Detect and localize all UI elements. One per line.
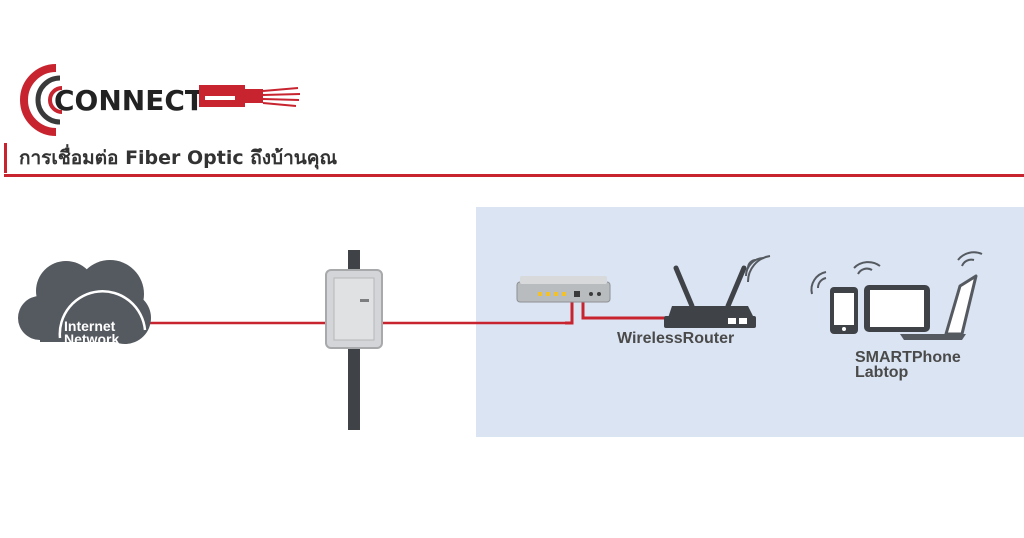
page-title: การเชื่อมต่อ Fiber Optic ถึงบ้านคุณ (4, 143, 337, 173)
wifi-signal-icon (810, 261, 881, 295)
fiber-cable-icon (199, 85, 301, 107)
connect-logo: CONNECT (20, 64, 301, 136)
devices-label: SMARTPhone Labtop (855, 349, 961, 381)
cloud-label-line-2: Network (64, 331, 120, 347)
connect-ring-logo (20, 64, 63, 136)
devices-label-line-1: SMARTPhone (855, 349, 961, 366)
fiber-line (150, 298, 672, 325)
brand-text: CONNECT (54, 84, 204, 117)
ont-modem-icon (516, 276, 611, 303)
wireless-router-icon (664, 265, 756, 328)
wifi-signal-icon (957, 251, 983, 267)
wifi-signal-icon (745, 255, 771, 283)
internet-network-label: Internet Network (64, 318, 138, 347)
tablet-icon (864, 285, 930, 332)
heading-divider (4, 174, 1024, 177)
devices-label-line-2: Labtop (855, 364, 909, 381)
cloud-label-line-1: Internet (64, 318, 116, 334)
smartphone-icon (830, 287, 858, 334)
fiber-termination-box-icon (325, 250, 383, 430)
laptop-icon (900, 274, 978, 340)
router-label: WirelessRouter (617, 330, 735, 347)
cloud-icon (18, 260, 151, 344)
